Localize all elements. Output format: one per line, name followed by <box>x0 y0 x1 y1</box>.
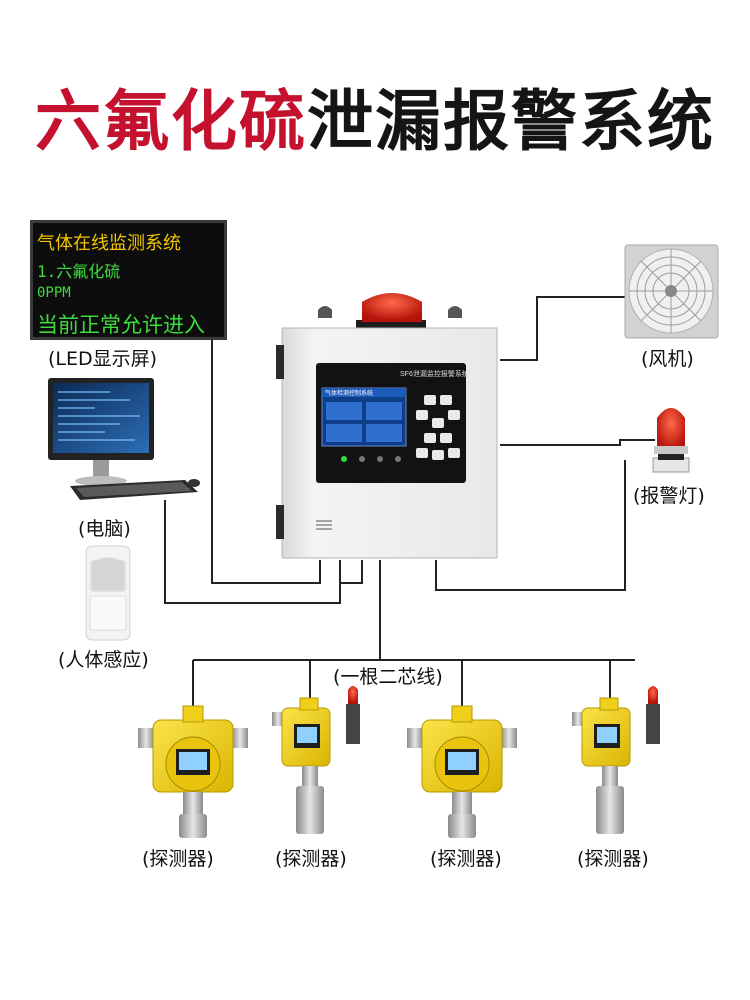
human-sensor <box>85 545 131 641</box>
led-line-4: 当前正常允许进入 <box>37 313 205 337</box>
controller: SF6泄漏监控报警系统 气体检测控制系统 <box>276 293 498 559</box>
wire-alarm-light <box>500 439 655 446</box>
alarm-light <box>652 408 690 473</box>
label-detector-2: (探测器) <box>275 848 347 870</box>
detector-2 <box>272 686 360 834</box>
label-detector-3: (探测器) <box>430 848 502 870</box>
wire-output <box>435 460 626 591</box>
fan <box>624 244 719 339</box>
label-cable: (一根二芯线) <box>333 666 443 688</box>
detector-4 <box>572 686 660 834</box>
detector-1 <box>138 705 248 838</box>
page-title: 六氟化硫泄漏报警系统 <box>0 82 750 162</box>
label-detector-4: (探测器) <box>577 848 649 870</box>
label-detector-1: (探测器) <box>142 848 214 870</box>
controller-screen-header: 气体检测控制系统 <box>325 389 373 397</box>
wire-sensor-branch <box>340 560 363 584</box>
detector-3 <box>407 705 517 838</box>
led-display-screen: 气体在线监测系统 1.六氟化硫 0PPM 当前正常允许进入 <box>30 220 227 340</box>
led-line-3: 0PPM <box>37 285 71 301</box>
label-human-sensor: (人体感应) <box>58 649 149 671</box>
label-alarm-light: (报警灯) <box>633 485 705 507</box>
label-computer: (电脑) <box>78 518 131 540</box>
label-led-screen: (LED显示屏) <box>48 348 158 370</box>
computer <box>48 378 200 500</box>
title-rest: 泄漏报警系统 <box>307 83 715 160</box>
led-line-2: 1.六氟化硫 <box>37 262 121 281</box>
wiring <box>164 296 655 720</box>
wire-computer <box>164 500 341 604</box>
wire-led <box>211 340 321 584</box>
controller-brand: SF6泄漏监控报警系统 <box>400 369 469 378</box>
title-highlight: 六氟化硫 <box>35 83 307 160</box>
wire-fan <box>500 296 625 361</box>
label-fan: (风机) <box>641 348 694 370</box>
led-line-1: 气体在线监测系统 <box>37 233 181 254</box>
